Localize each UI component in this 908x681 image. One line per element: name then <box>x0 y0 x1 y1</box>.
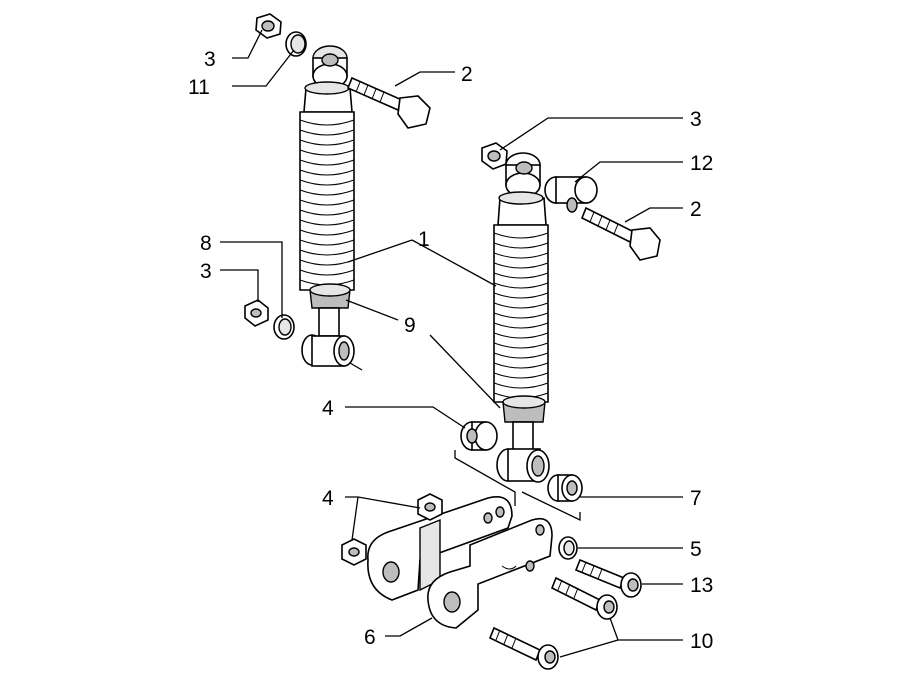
left-shock-absorber <box>299 45 363 371</box>
callout-10: 10 <box>690 630 713 653</box>
upper-bushing-4 <box>460 421 498 451</box>
callout-6: 6 <box>364 626 376 649</box>
callout-1: 1 <box>418 228 430 251</box>
callout-3-left-lower: 3 <box>200 260 212 283</box>
callout-9: 9 <box>404 314 416 337</box>
mounting-bracket <box>367 496 553 629</box>
right-spring <box>493 224 549 403</box>
right-top-spacer <box>544 176 598 213</box>
bracket-nut-upper <box>417 493 443 521</box>
callout-4-lower: 4 <box>322 487 334 510</box>
left-top-bolt <box>346 76 431 129</box>
right-top-nut <box>481 142 508 170</box>
callout-12: 12 <box>690 152 713 175</box>
left-top-washer <box>285 31 307 57</box>
bolt-10-upper <box>550 576 618 620</box>
callout-5: 5 <box>690 538 702 561</box>
left-lower-nut <box>244 299 269 327</box>
bolt-13 <box>574 558 642 598</box>
callout-8: 8 <box>200 232 212 255</box>
left-spring <box>299 111 355 291</box>
right-shock-absorber <box>493 152 550 483</box>
callout-4-upper: 4 <box>322 397 334 420</box>
callout-13: 13 <box>690 574 713 597</box>
callout-2-right: 2 <box>690 198 702 221</box>
leader-lines <box>220 29 683 658</box>
callout-labels: 3 11 2 3 12 2 1 8 3 9 4 7 4 5 13 6 10 <box>188 48 713 653</box>
callout-7: 7 <box>690 487 702 510</box>
callout-3-right-top: 3 <box>690 108 702 131</box>
bracket-nut-lower <box>341 538 367 566</box>
callout-2-left: 2 <box>461 63 473 86</box>
bushing-7 <box>547 474 583 502</box>
left-top-nut <box>255 13 282 39</box>
callout-3-top-left: 3 <box>204 48 216 71</box>
right-top-bolt <box>580 206 661 261</box>
left-lower-washer <box>273 314 295 340</box>
callout-11: 11 <box>188 76 210 99</box>
washer-5 <box>558 536 578 560</box>
bolt-10-lower <box>488 626 559 670</box>
